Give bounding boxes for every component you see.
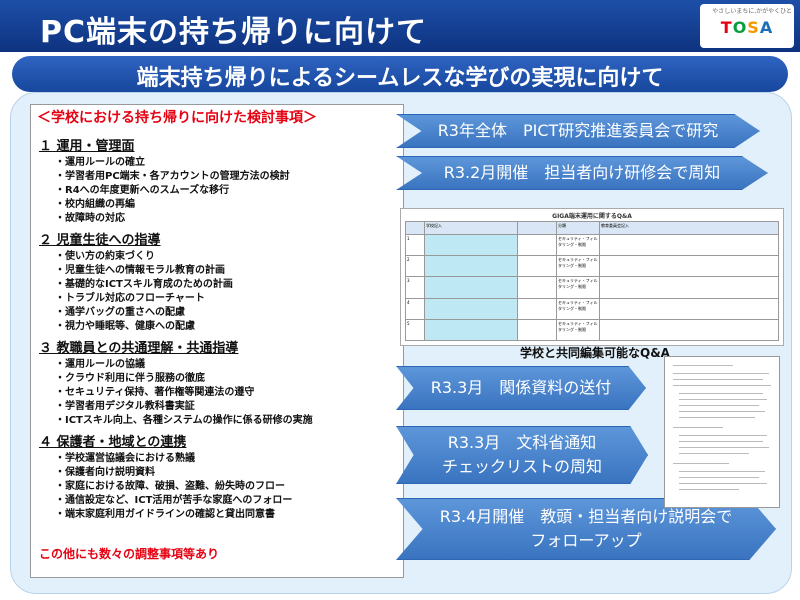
qa-col-school: 学校記入 bbox=[424, 221, 518, 235]
table-row: 3 セキュリティ・フィルタリング・制限 bbox=[405, 276, 779, 299]
considerations-header: ＜学校における持ち帰りに向けた検討事項＞ bbox=[37, 110, 317, 126]
list-item: ・運用ルールの協議 bbox=[55, 359, 145, 370]
qa-caption: 学校と共同編集可能なQ&A bbox=[520, 346, 670, 360]
qa-document-title: GIGA端末運用に関するQ&A bbox=[552, 213, 632, 220]
table-row: 5 セキュリティ・フィルタリング・制限 bbox=[405, 318, 779, 342]
step-checklist-notice: R3.3月 文科省通知 チェックリストの周知 bbox=[396, 426, 648, 484]
list-item: ・端末家庭利用ガイドラインの確認と貸出同意書 bbox=[55, 509, 275, 520]
list-item: ・児童生徒への情報モラル教育の計画 bbox=[55, 265, 225, 276]
step-research-committee: R3年全体 PICT研究推進委員会で研究 bbox=[396, 114, 760, 148]
title-bar: PC端末の持ち帰りに向けて やさしいまちに,かがやくひと TOSA bbox=[0, 0, 800, 52]
logo: やさしいまちに,かがやくひと TOSA bbox=[700, 4, 794, 48]
logo-tagline: やさしいまちに,かがやくひと bbox=[712, 8, 792, 15]
qa-col-board: 教育委員会記入 bbox=[599, 221, 779, 235]
considerations-panel: ＜学校における持ち帰りに向けた検討事項＞ １ 運用・管理面 ・運用ルールの確立 … bbox=[30, 104, 404, 578]
list-item: ・ICTスキル向上、各種システムの操作に係る研修の実施 bbox=[55, 415, 313, 426]
table-row: 1 セキュリティ・フィルタリング・制限 bbox=[405, 233, 779, 257]
table-row: 2 セキュリティ・フィルタリング・制限 bbox=[405, 254, 779, 278]
table-row: 4 セキュリティ・フィルタリング・制限 bbox=[405, 297, 779, 320]
list-item: ・保護者向け説明資料 bbox=[55, 467, 155, 478]
logo-letters: TOSA bbox=[704, 18, 790, 37]
qa-table-header-row: 学校記入 分類 教育委員会記入 bbox=[405, 221, 779, 235]
section-operation-title: １ 運用・管理面 bbox=[39, 139, 135, 154]
step-followup-session: R3.4月開催 教頭・担当者向け説明会で フォローアップ bbox=[396, 498, 776, 560]
checklist-document-image bbox=[664, 356, 780, 508]
logo-letter: S bbox=[747, 18, 760, 37]
list-item: ・視力や睡眠等、健康への配慮 bbox=[55, 321, 195, 332]
considerations-footer: この他にも数々の調整事項等あり bbox=[39, 547, 220, 561]
list-item: ・家庭における故障、破損、盗難、紛失時のフロー bbox=[55, 481, 285, 492]
logo-letter: O bbox=[732, 18, 748, 37]
list-item: ・故障時の対応 bbox=[55, 213, 125, 224]
section-student-guidance-title: ２ 児童生徒への指導 bbox=[39, 233, 161, 248]
step-send-materials: R3.3月 関係資料の送付 bbox=[396, 366, 646, 410]
section-guardians-title: ４ 保護者・地域との連携 bbox=[39, 435, 187, 450]
list-item: ・運用ルールの確立 bbox=[55, 157, 145, 168]
list-item: ・通信設定など、ICT活用が苦手な家庭へのフォロー bbox=[55, 495, 293, 506]
list-item: ・通学バッグの重さへの配慮 bbox=[55, 307, 185, 318]
list-item: ・R4への年度更新へのスムーズな移行 bbox=[55, 185, 230, 196]
list-item: ・トラブル対応のフローチャート bbox=[55, 293, 205, 304]
section-staff-title: ３ 教職員との共通理解・共通指導 bbox=[39, 341, 239, 356]
qa-table: 学校記入 分類 教育委員会記入 1 セキュリティ・フィルタリング・制限 2 セキ… bbox=[405, 221, 779, 342]
page-subtitle: 端末持ち帰りによるシームレスな学びの実現に向けて bbox=[136, 66, 664, 91]
list-item: ・基礎的なICTスキル育成のための計画 bbox=[55, 279, 233, 290]
list-item: ・学習者用PC端末・各アカウントの管理方法の検討 bbox=[55, 171, 290, 182]
logo-letter: T bbox=[720, 18, 733, 37]
subtitle-bar: 端末持ち帰りによるシームレスな学びの実現に向けて bbox=[12, 56, 788, 92]
list-item: ・学習者用デジタル教科書実証 bbox=[55, 401, 195, 412]
step-staff-training: R3.2月開催 担当者向け研修会で周知 bbox=[396, 156, 768, 190]
qa-document-image: GIGA端末運用に関するQ&A 学校記入 分類 教育委員会記入 1 セキュリティ… bbox=[400, 208, 784, 346]
logo-letter: A bbox=[759, 18, 774, 37]
list-item: ・校内組織の再編 bbox=[55, 199, 135, 210]
list-item: ・セキュリティ保持、著作権等関連法の遵守 bbox=[55, 387, 255, 398]
list-item: ・使い方の約束づくり bbox=[55, 251, 155, 262]
list-item: ・クラウド利用に伴う服務の徹底 bbox=[55, 373, 205, 384]
page-title: PC端末の持ち帰りに向けて bbox=[40, 15, 428, 50]
qa-col-category: 分類 bbox=[556, 221, 600, 235]
list-item: ・学校運営協議会における熟議 bbox=[55, 453, 195, 464]
